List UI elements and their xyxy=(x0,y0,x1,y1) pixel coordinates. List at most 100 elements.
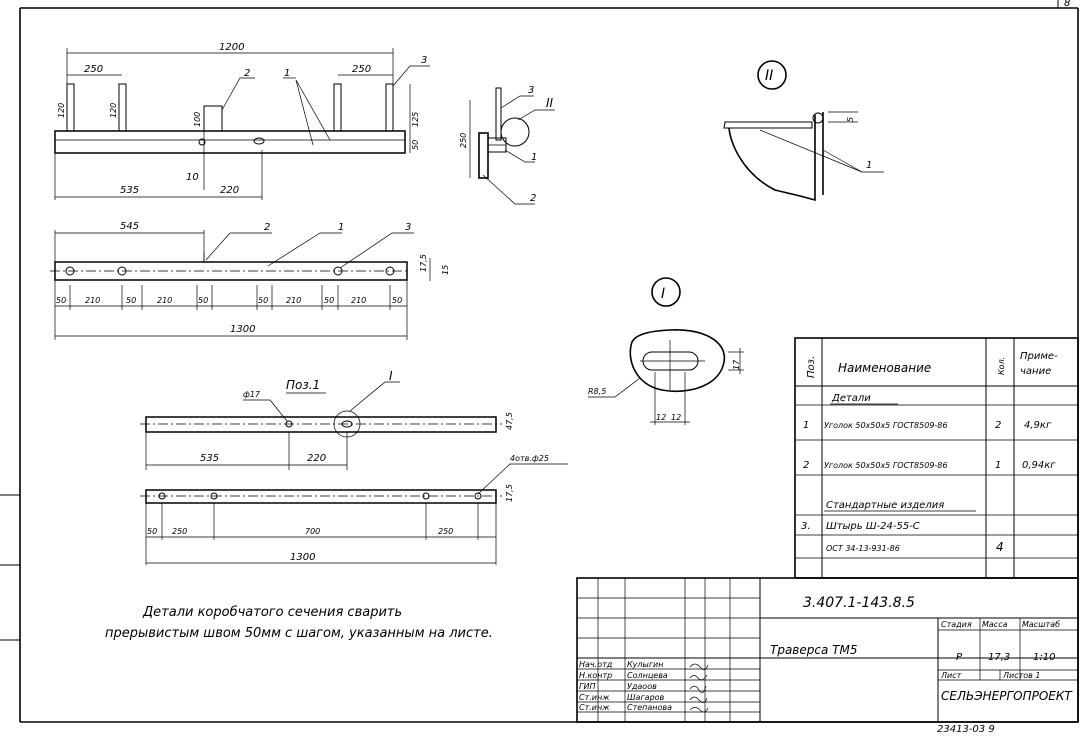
dim-50: 50 xyxy=(56,296,66,305)
part-2-angle xyxy=(203,105,223,132)
spec-row-name: Штырь Ш-24-55-С xyxy=(826,521,920,532)
spec-row-pos: 3. xyxy=(801,521,811,532)
signer-4: Ст.инж Шагаров xyxy=(579,693,665,702)
spec-row-2: 2 Уголок 50х50х5 ГОСТ8509-86 1 0,94кг xyxy=(803,460,1056,471)
dim-700: 700 xyxy=(305,527,320,536)
dim-1300-strip: 1300 xyxy=(290,552,315,563)
dim-220: 220 xyxy=(220,185,239,196)
signer-name: Кулыгин xyxy=(627,660,663,669)
dim-50: 50 xyxy=(392,296,402,305)
dim-210: 210 xyxy=(157,296,172,305)
callout-1: 1 xyxy=(284,68,290,79)
dim-17-5: 17,5 xyxy=(419,254,428,272)
spec-row-qty: 1 xyxy=(995,460,1001,471)
spec-table: Поз. Наименование Кол. Приме- чание Дета… xyxy=(794,337,1079,579)
stamp-sheets-label: Листов 1 xyxy=(1002,671,1041,680)
stamp-mass-value: 17,3 xyxy=(988,652,1010,663)
dim-50-strip: 50 xyxy=(147,527,157,536)
dim-50: 50 xyxy=(126,296,136,305)
dim-12-left: 12 xyxy=(656,413,666,422)
dim-250-strip: 250 xyxy=(172,527,187,536)
detail-II-marker xyxy=(500,117,530,147)
dim-1200: 1200 xyxy=(219,42,244,53)
dim-R8-5: R8,5 xyxy=(588,387,606,396)
stamp-mass-label: Масса xyxy=(982,620,1008,629)
dim-535-pos1: 535 xyxy=(200,453,219,464)
pos1-title: Поз.1 xyxy=(286,378,320,392)
dim-210: 210 xyxy=(351,296,366,305)
stamp-stadia-value: Р xyxy=(956,652,963,663)
roman-I-callout: I xyxy=(389,369,393,383)
signer-1: Нач.отд Кулыгин xyxy=(579,660,663,669)
side-view: 250 II 3 1 2 xyxy=(459,85,555,205)
dim-50: 50 xyxy=(324,296,334,305)
part-name: Траверса ТМ5 xyxy=(770,643,857,657)
detail-I-label: I xyxy=(661,286,665,302)
callout-2-side: 2 xyxy=(530,193,536,204)
dim-250-right: 250 xyxy=(352,64,371,75)
dim-phi17: ф17 xyxy=(243,390,261,399)
pin-1 xyxy=(66,83,75,132)
signer-name: Степанова xyxy=(627,703,672,712)
organization: СЕЛЬЭНЕРГОПРОЕКТ xyxy=(941,689,1073,703)
dim-120-left: 120 xyxy=(57,103,66,118)
signature-marks xyxy=(689,663,709,713)
spec-row-name-2: ОСТ 34-13-931-86 xyxy=(826,544,900,553)
doc-code: 3.407.1-143.8.5 xyxy=(803,595,915,611)
dim-120: 120 xyxy=(109,103,118,118)
callout-3-side: 3 xyxy=(528,85,534,96)
dim-chain xyxy=(69,285,391,310)
dim-210: 210 xyxy=(85,296,100,305)
spec-row-note: 0,94кг xyxy=(1022,460,1056,471)
spec-col-note-2: чание xyxy=(1020,366,1051,377)
top-view: 545 50 210 50 210 50 50 210 50 210 50 13… xyxy=(50,221,450,340)
signer-5: Ст.инж Степанова xyxy=(579,703,672,712)
dim-1300: 1300 xyxy=(230,324,255,335)
dim-47-5: 47,5 xyxy=(505,412,514,430)
dim-100: 100 xyxy=(193,112,202,127)
bottom-number: 23413-03 9 xyxy=(937,724,995,733)
signer-role: Ст.инж xyxy=(579,693,610,702)
callout-1-detail-II: 1 xyxy=(866,160,872,171)
detail-II: II 5 1 xyxy=(723,60,884,202)
hole-mark xyxy=(253,137,265,145)
signer-role: Нач.отд xyxy=(579,660,613,669)
spec-row-name: Уголок 50х50х5 ГОСТ8509-86 xyxy=(824,461,947,470)
dim-545: 545 xyxy=(120,221,139,232)
note-line-1: Детали коробчатого сечения сварить xyxy=(142,605,402,620)
dim-535: 535 xyxy=(120,185,139,196)
dim-50-side: 50 xyxy=(411,140,420,150)
dim-250-side: 250 xyxy=(459,133,468,148)
callout-2-top: 2 xyxy=(264,222,270,233)
roman-II-callout: II xyxy=(546,96,554,110)
dim-210: 210 xyxy=(286,296,301,305)
stamp-scale-value: 1:10 xyxy=(1033,652,1055,663)
detail-I: I 17 12 12 R8,5 xyxy=(588,277,744,425)
signer-name: Шагаров xyxy=(627,693,665,702)
spec-row-qty: 2 xyxy=(995,420,1001,431)
front-view: 1200 250 250 535 220 10 120 120 100 125 … xyxy=(54,42,430,200)
spec-row-note: 4,9кг xyxy=(1024,420,1052,431)
stamp-sheet-label: Лист xyxy=(940,671,962,680)
dim-12-right: 12 xyxy=(671,413,681,422)
pin-4 xyxy=(385,83,394,132)
title-block: 3.407.1-143.8.5 Траверса ТМ5 Стадия Масс… xyxy=(576,577,1079,723)
dim-17-5-strip: 17,5 xyxy=(505,484,514,502)
signer-role: Н.контр xyxy=(579,671,612,680)
spec-row-1: 1 Уголок 50х50х5 ГОСТ8509-86 2 4,9кг xyxy=(803,420,1052,431)
signer-role: Ст.инж xyxy=(579,703,610,712)
spec-section-standard: Стандартные изделия xyxy=(826,500,944,511)
callout-3-top: 3 xyxy=(405,222,411,233)
callout-1-side: 1 xyxy=(531,152,537,163)
signer-2: Н.контр Солнцева xyxy=(579,671,668,680)
spec-col-note-1: Приме- xyxy=(1020,351,1058,362)
dim-4-holes: 4отв.ф25 xyxy=(510,454,549,463)
spec-col-name: Наименование xyxy=(838,361,931,375)
note-line-2: прерывистым швом 50мм с шагом, указанным… xyxy=(105,626,493,641)
signer-role: ГИП xyxy=(579,682,595,691)
spec-row-qty: 4 xyxy=(996,540,1004,554)
stamp-scale-label: Масштаб xyxy=(1022,620,1060,629)
dim-5: 5 xyxy=(846,117,855,122)
